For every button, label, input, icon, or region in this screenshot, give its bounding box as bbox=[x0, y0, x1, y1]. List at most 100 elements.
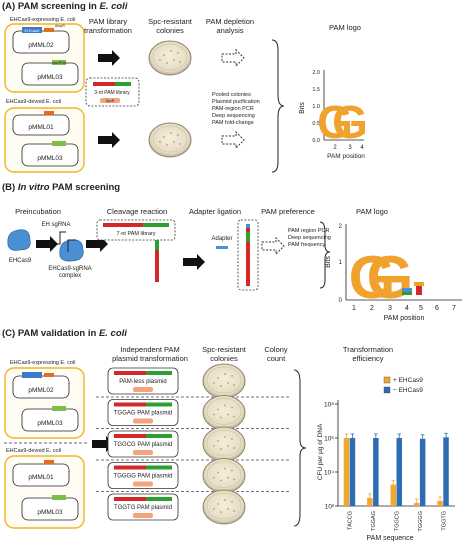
svg-text:4: 4 bbox=[405, 305, 409, 312]
x-tick-label: TGGTG bbox=[441, 511, 447, 531]
plasmid-row: TGGAG PAM plasmid bbox=[107, 395, 246, 430]
petri-dish-a2 bbox=[148, 122, 192, 158]
svg-text:1: 1 bbox=[339, 260, 343, 266]
eh-sgrna-label: EH sgRNA bbox=[41, 222, 70, 228]
plasmid-row: TGGTG PAM plasmid bbox=[107, 489, 246, 525]
col-plasmid: Independent PAM bbox=[120, 345, 180, 354]
petri-dish-c bbox=[202, 458, 246, 493]
logo-a-letter-2: G bbox=[332, 96, 368, 148]
bracket-c bbox=[293, 369, 307, 527]
ampr-label: AmpR bbox=[55, 24, 65, 28]
svg-text:PAM fold-change: PAM fold-change bbox=[212, 120, 254, 126]
col-eff-2: efficiency bbox=[352, 354, 383, 363]
col-plasmid-2: plasmid transformation bbox=[112, 354, 188, 363]
adapter-label: Adapter bbox=[211, 236, 232, 242]
bar bbox=[413, 503, 420, 506]
col-pref: PAM preference bbox=[261, 207, 315, 216]
plasmid-pmml03b-label: pMML03 bbox=[37, 155, 63, 162]
dashed-arrow-b bbox=[261, 237, 285, 255]
svg-text:6: 6 bbox=[435, 305, 439, 312]
complex-blob bbox=[59, 239, 84, 262]
group1-label-c: EHCas9-expressing E. coli bbox=[10, 360, 75, 366]
x-tick-label: TGGCG bbox=[395, 511, 401, 531]
svg-text:Bits: Bits bbox=[325, 256, 332, 268]
svg-text:1: 1 bbox=[352, 305, 356, 312]
plasmid-label: TGGTG PAM plasmid bbox=[114, 505, 172, 511]
logo-a-letter-1: G bbox=[317, 96, 353, 148]
col-spc: Spc-resistant bbox=[148, 17, 193, 26]
complex-label-1: EHCas9-sgRNA bbox=[48, 266, 91, 272]
bar bbox=[349, 438, 356, 506]
svg-text:2: 2 bbox=[339, 224, 343, 230]
bar bbox=[437, 500, 443, 506]
bar bbox=[443, 437, 449, 506]
svg-text:7: 7 bbox=[452, 305, 456, 312]
svg-text:PAM region PCR: PAM region PCR bbox=[288, 228, 329, 234]
plasmid-label: TGGAG PAM plasmid bbox=[114, 411, 172, 417]
x-tick-label: TGGGG bbox=[418, 511, 424, 531]
svg-text:Pooled colonies: Pooled colonies bbox=[212, 92, 251, 98]
bar bbox=[390, 484, 396, 506]
plasmid-pmml01-label: pMML01 bbox=[28, 124, 54, 131]
bar bbox=[419, 438, 426, 506]
steps-a: Pooled colonies Plasmid purification PAM… bbox=[212, 92, 260, 126]
logo-b-title: PAM logo bbox=[356, 207, 388, 216]
dashed-arrow-a2 bbox=[221, 131, 245, 149]
transformation-chart: CFU per μg of DNA PAM sequence 10⁸10⁶10⁴… bbox=[317, 376, 455, 542]
x-tick-label: TACCG bbox=[348, 511, 354, 530]
chart-xlabel: PAM sequence bbox=[367, 535, 414, 542]
x-tick-label: TGGAG bbox=[371, 511, 377, 531]
chart-ylabel: CFU per μg of DNA bbox=[317, 423, 324, 480]
plasmid-c-pmml02: pMML02 bbox=[28, 387, 54, 394]
y-tick-label: 10⁶ bbox=[324, 436, 334, 443]
legend-label: + EHCas9 bbox=[393, 377, 423, 384]
plasmid-row: PAM-less plasmid bbox=[107, 363, 246, 399]
bar bbox=[373, 438, 379, 506]
col-eff: Transformation bbox=[343, 345, 393, 354]
col-library-2: transformation bbox=[84, 26, 132, 35]
col-spc-c-2: colonies bbox=[210, 354, 238, 363]
legend-swatch bbox=[383, 376, 391, 384]
plasmid-c-pmml03b: pMML03 bbox=[37, 509, 63, 516]
spcr-tag: SpcR bbox=[106, 99, 115, 103]
svg-text:Bits: Bits bbox=[299, 102, 306, 114]
svg-text:1.5: 1.5 bbox=[312, 87, 320, 93]
col-cleavage: Cleavage reaction bbox=[107, 207, 167, 216]
plasmid-row: TGGCG PAM plasmid bbox=[107, 426, 246, 462]
logo-a-title: PAM logo bbox=[329, 23, 361, 32]
panel-b-title: (B) In vitro PAM screening bbox=[2, 182, 120, 193]
steps-b: PAM region PCR Deep sequencing PAM frequ… bbox=[288, 228, 331, 248]
logo-b-letter-1: G bbox=[349, 244, 396, 311]
pam-logo-a: 2.0 1.5 1.0 0.5 0.0 Bits G G 2 3 4 PAM p… bbox=[299, 70, 368, 160]
panel-a-title: (A) PAM screening in E. coli bbox=[2, 1, 128, 12]
svg-text:PAM position: PAM position bbox=[327, 153, 365, 160]
svg-text:4: 4 bbox=[360, 145, 364, 151]
petri-dish-c bbox=[202, 395, 246, 430]
col-spc-c: Spc-resistant bbox=[202, 345, 247, 354]
arrow-a2 bbox=[98, 132, 120, 148]
plasmid-pmml03 bbox=[21, 62, 79, 86]
ehcas9-tag: EHCas9 bbox=[25, 28, 41, 33]
col-count: Colony bbox=[264, 345, 288, 354]
col-adapter: Adapter ligation bbox=[189, 207, 241, 216]
group2-label: EHCas9-devoid E. coli bbox=[6, 99, 61, 105]
svg-text:5: 5 bbox=[419, 305, 423, 312]
col-library: PAM library bbox=[89, 17, 127, 26]
logo-b-letter-2: G bbox=[367, 244, 414, 311]
y-tick-label: 10⁴ bbox=[324, 470, 334, 477]
plasmid-row: TGGGG PAM plasmid bbox=[107, 458, 246, 493]
plasmid-pmml03-label: pMML03 bbox=[37, 74, 63, 81]
arrow-b3 bbox=[183, 254, 205, 270]
svg-text:PAM position: PAM position bbox=[384, 315, 425, 322]
bar bbox=[396, 438, 402, 506]
plasmid-pmml03b bbox=[21, 143, 79, 167]
pam-library-text: 3-nt PAM library bbox=[94, 90, 130, 96]
petri-dish-a1 bbox=[148, 40, 192, 76]
bracket-a bbox=[271, 39, 285, 173]
svg-text:3: 3 bbox=[348, 145, 352, 151]
group1-label: EHCas9-expressing E. coli bbox=[10, 17, 75, 23]
tracrrna-tag: tracrRNA bbox=[52, 61, 67, 65]
plasmid-label: PAM-less plasmid bbox=[119, 379, 167, 385]
svg-text:2: 2 bbox=[333, 145, 337, 151]
plasmid-c-pmml03: pMML03 bbox=[37, 420, 63, 427]
